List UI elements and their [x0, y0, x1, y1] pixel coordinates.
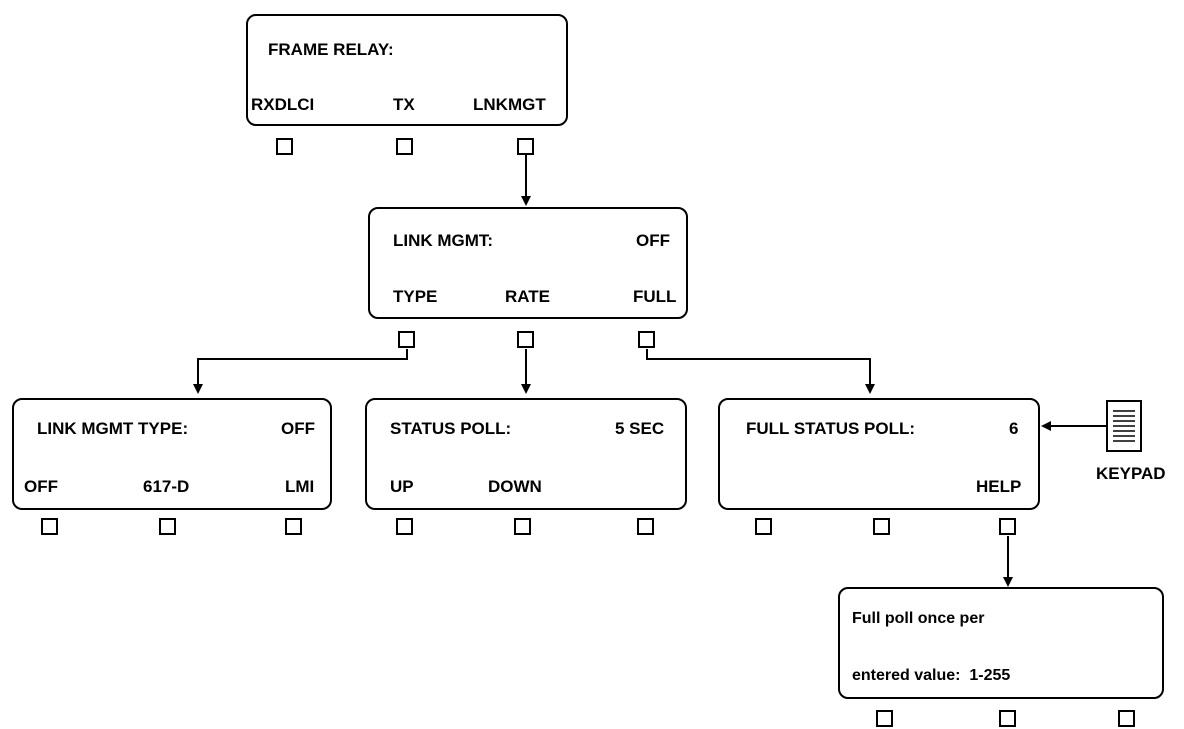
link-mgmt-type-title: LINK MGMT TYPE: [37, 419, 189, 438]
link-mgmt-type-value: OFF [281, 419, 315, 438]
softkey-full[interactable] [638, 331, 655, 348]
softkey-label-type: TYPE [393, 287, 438, 306]
full-status-poll-title: FULL STATUS POLL: [746, 419, 916, 438]
softkey-lnkmgt[interactable] [517, 138, 534, 155]
softkey-full-status-poll-1[interactable] [755, 518, 772, 535]
softkey-help-panel-3[interactable] [1118, 710, 1135, 727]
keypad-icon-lines [1113, 410, 1135, 442]
softkey-status-poll-3[interactable] [637, 518, 654, 535]
help-line-1: Full poll once per [852, 610, 985, 627]
status-poll-title: STATUS POLL: [390, 419, 512, 438]
softkey-rate[interactable] [517, 331, 534, 348]
softkey-label-full: FULL [633, 287, 677, 306]
keypad-label: KEYPAD [1096, 464, 1166, 483]
softkey-lmi[interactable] [285, 518, 302, 535]
softkey-full-status-poll-2[interactable] [873, 518, 890, 535]
softkey-help-panel-2[interactable] [999, 710, 1016, 727]
softkey-up[interactable] [396, 518, 413, 535]
softkey-tx[interactable] [396, 138, 413, 155]
softkey-label-rate: RATE [505, 287, 551, 306]
softkey-label-617d: 617-D [143, 477, 190, 496]
softkey-617d[interactable] [159, 518, 176, 535]
softkey-off[interactable] [41, 518, 58, 535]
help-panel [838, 587, 1164, 699]
softkey-label-off: OFF [24, 477, 58, 496]
softkey-help-panel-1[interactable] [876, 710, 893, 727]
softkey-label-down: DOWN [488, 477, 542, 496]
status-poll-value: 5 SEC [615, 419, 665, 438]
softkey-label-lnkmgt: LNKMGT [473, 95, 546, 114]
link-mgmt-title: LINK MGMT: [393, 231, 494, 250]
arrow-full-to-full-status-poll [646, 349, 875, 394]
link-mgmt-value: OFF [636, 231, 670, 250]
full-status-poll-panel [718, 398, 1040, 510]
help-line-2: entered value: 1-255 [852, 667, 1011, 684]
link-mgmt-panel [368, 207, 688, 319]
full-status-poll-value: 6 [1009, 419, 1019, 438]
softkey-label-rxdlci: RXDLCI [251, 95, 315, 114]
frame-relay-title: FRAME RELAY: [268, 40, 394, 59]
softkey-label-tx: TX [393, 95, 415, 114]
arrow-type-to-linkmgmt-type [193, 349, 408, 394]
softkey-help[interactable] [999, 518, 1016, 535]
softkey-type[interactable] [398, 331, 415, 348]
softkey-label-help: HELP [976, 477, 1022, 496]
softkey-rxdlci[interactable] [276, 138, 293, 155]
frame-relay-panel [246, 14, 568, 126]
softkey-label-up: UP [390, 477, 414, 496]
keypad-icon [1106, 400, 1142, 452]
softkey-label-lmi: LMI [285, 477, 315, 496]
softkey-down[interactable] [514, 518, 531, 535]
link-mgmt-type-panel [12, 398, 332, 510]
status-poll-panel [365, 398, 687, 510]
